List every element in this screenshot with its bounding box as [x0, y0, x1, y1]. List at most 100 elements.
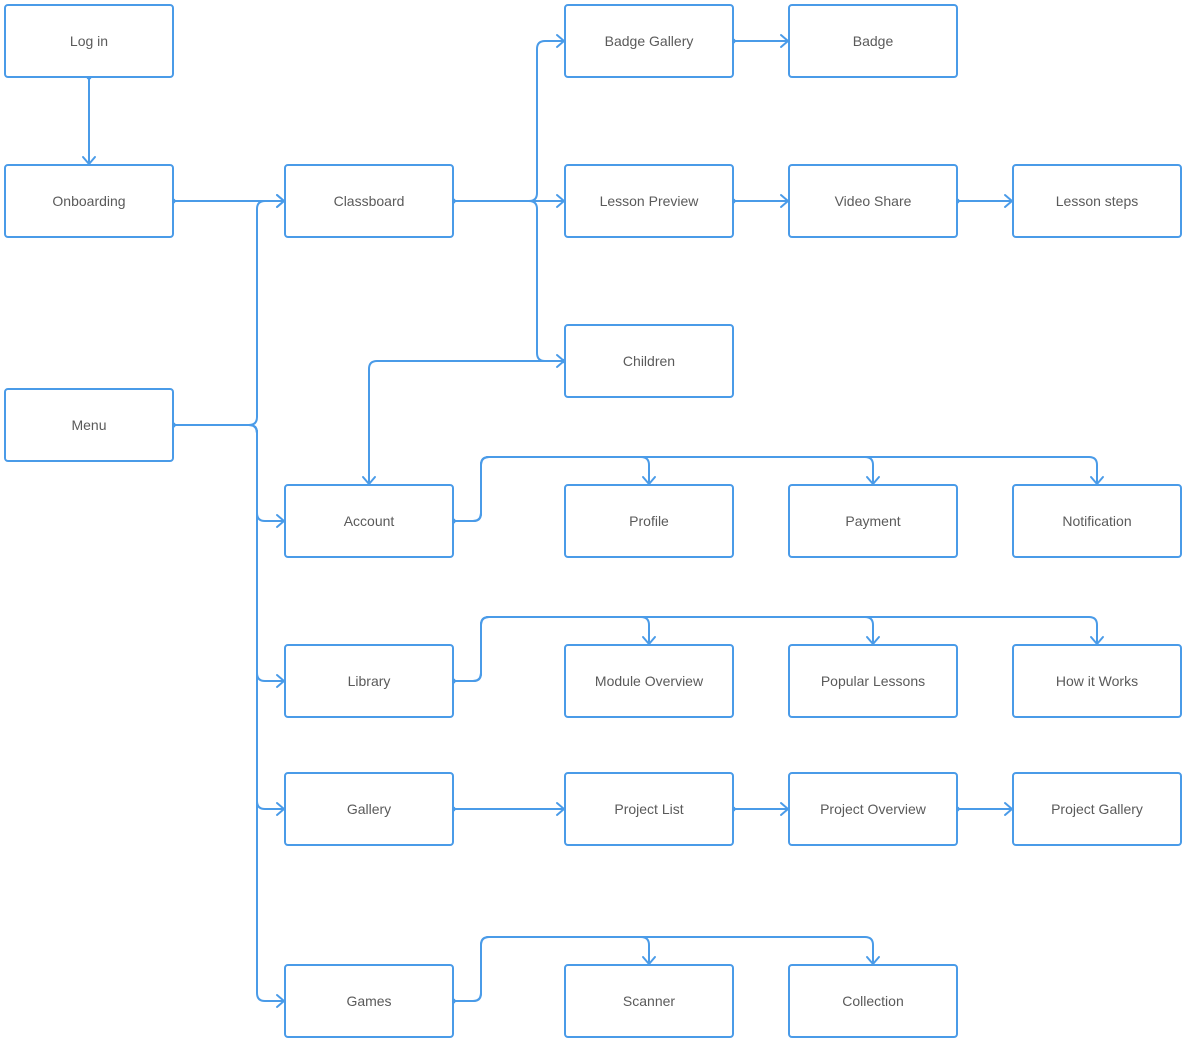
edge-badge-gallery-to-badge	[730, 34, 789, 48]
node-label: Notification	[1062, 513, 1131, 529]
edge-line	[368, 360, 565, 485]
node-label: Classboard	[334, 193, 405, 209]
node-collection: Collection	[788, 964, 958, 1038]
node-box	[1012, 772, 1182, 846]
edge-line	[453, 40, 565, 202]
node-box	[788, 644, 958, 718]
node-box	[284, 484, 454, 558]
node-label: Lesson steps	[1056, 193, 1139, 209]
node-library: Library	[284, 644, 454, 718]
node-label: Menu	[71, 417, 106, 433]
edge-line	[453, 616, 1098, 682]
node-box	[1012, 644, 1182, 718]
node-box	[788, 4, 958, 78]
edge-gallery-to-project-list	[450, 802, 565, 816]
node-label: Badge Gallery	[605, 33, 694, 49]
node-lesson-steps: Lesson steps	[1012, 164, 1182, 238]
edge-project-list-to-project-overview	[730, 802, 789, 816]
node-label: How it Works	[1056, 673, 1138, 689]
node-account: Account	[284, 484, 454, 558]
node-box	[284, 164, 454, 238]
node-box	[4, 4, 174, 78]
node-box	[284, 964, 454, 1038]
node-label: Gallery	[347, 801, 391, 817]
node-project-overview: Project Overview	[788, 772, 958, 846]
node-label: Badge	[853, 33, 894, 49]
edge-login-to-onboarding	[82, 74, 96, 165]
node-label: Video Share	[835, 193, 912, 209]
node-gallery: Gallery	[284, 772, 454, 846]
edge-menu-to-classboard	[170, 194, 285, 428]
node-project-list: Project List	[564, 772, 734, 846]
edge-menu-to-games	[170, 422, 285, 1008]
node-label: Lesson Preview	[600, 193, 700, 209]
edge-line	[453, 936, 874, 1002]
node-label: Payment	[845, 513, 900, 529]
node-box	[564, 772, 734, 846]
node-label: Project List	[614, 801, 683, 817]
node-box	[564, 484, 734, 558]
node-box	[4, 388, 174, 462]
node-box	[564, 324, 734, 398]
edge-menu-to-library	[170, 422, 285, 688]
node-box	[788, 164, 958, 238]
node-label: Project Gallery	[1051, 801, 1143, 817]
node-box	[284, 772, 454, 846]
edge-menu-to-gallery	[170, 422, 285, 816]
node-lesson-preview: Lesson Preview	[564, 164, 734, 238]
node-box	[284, 644, 454, 718]
node-children: Children	[564, 324, 734, 398]
node-label: Module Overview	[595, 673, 704, 689]
edge-line	[173, 424, 285, 810]
edge-line	[173, 424, 285, 522]
node-badge-gallery: Badge Gallery	[564, 4, 734, 78]
node-onboarding: Onboarding	[4, 164, 174, 238]
edge-lesson-preview-to-video-share	[730, 194, 789, 208]
node-menu: Menu	[4, 388, 174, 462]
node-box	[564, 4, 734, 78]
edge-classboard-to-children	[450, 198, 565, 368]
node-box	[1012, 484, 1182, 558]
node-video-share: Video Share	[788, 164, 958, 238]
node-box	[1012, 164, 1182, 238]
edge-video-share-to-lesson-steps	[954, 194, 1013, 208]
node-popular-lessons: Popular Lessons	[788, 644, 958, 718]
node-profile: Profile	[564, 484, 734, 558]
node-box	[564, 164, 734, 238]
node-how-it-works: How it Works	[1012, 644, 1182, 718]
node-label: Library	[348, 673, 391, 689]
node-scanner: Scanner	[564, 964, 734, 1038]
node-notification: Notification	[1012, 484, 1182, 558]
node-box	[788, 772, 958, 846]
node-box	[788, 484, 958, 558]
edge-account-to-notification	[450, 456, 1104, 524]
edge-line	[453, 200, 565, 362]
edge-line	[173, 200, 285, 426]
node-box	[564, 644, 734, 718]
node-module-overview: Module Overview	[564, 644, 734, 718]
node-login: Log in	[4, 4, 174, 78]
edge-classboard-to-badge-gallery	[450, 34, 565, 204]
node-label: Profile	[629, 513, 669, 529]
edge-line	[453, 456, 1098, 522]
edge-children-to-account	[362, 358, 568, 485]
edge-line	[173, 424, 285, 682]
node-box	[564, 964, 734, 1038]
node-games: Games	[284, 964, 454, 1038]
node-label: Onboarding	[52, 193, 125, 209]
edge-menu-to-account	[170, 422, 285, 528]
node-label: Account	[344, 513, 395, 529]
node-label: Log in	[70, 33, 108, 49]
node-badge: Badge	[788, 4, 958, 78]
node-payment: Payment	[788, 484, 958, 558]
node-box	[788, 964, 958, 1038]
node-label: Scanner	[623, 993, 675, 1009]
edge-line	[173, 424, 285, 1002]
node-label: Project Overview	[820, 801, 927, 817]
node-label: Games	[346, 993, 391, 1009]
node-box	[4, 164, 174, 238]
edge-library-to-how-it-works	[450, 616, 1104, 684]
node-label: Children	[623, 353, 675, 369]
